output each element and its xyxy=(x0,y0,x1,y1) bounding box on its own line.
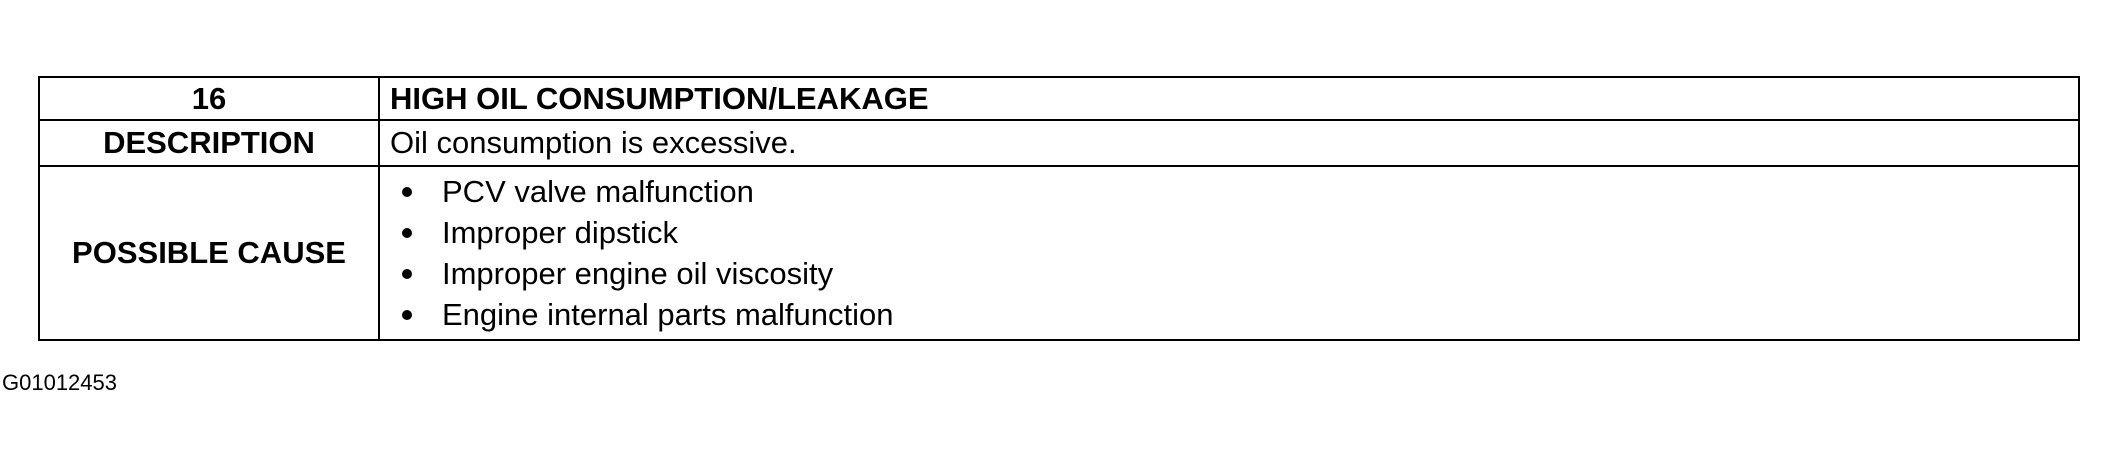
description-row: DESCRIPTION Oil consumption is excessive… xyxy=(38,119,2080,167)
cause-text: Improper engine oil viscosity xyxy=(442,256,834,291)
possible-cause-label: POSSIBLE CAUSE xyxy=(38,165,380,341)
possible-cause-list: PCV valve malfunction Improper dipstick … xyxy=(380,167,2078,339)
list-item: Improper engine oil viscosity xyxy=(402,253,2078,294)
cause-text: PCV valve malfunction xyxy=(442,174,754,209)
list-item: Engine internal parts malfunction xyxy=(402,294,2078,335)
symptom-number: 16 xyxy=(38,76,380,121)
possible-cause-cell: PCV valve malfunction Improper dipstick … xyxy=(378,165,2080,341)
description-text: Oil consumption is excessive. xyxy=(378,119,2080,167)
bullet-icon xyxy=(402,186,412,197)
symptom-title: HIGH OIL CONSUMPTION/LEAKAGE xyxy=(378,76,2080,121)
cause-text: Engine internal parts malfunction xyxy=(442,297,894,332)
figure-id: G01012453 xyxy=(2,370,117,395)
list-item: PCV valve malfunction xyxy=(402,171,2078,212)
bullet-icon xyxy=(402,268,412,279)
bullet-icon xyxy=(402,309,412,320)
diagnostic-table: 16 HIGH OIL CONSUMPTION/LEAKAGE DESCRIPT… xyxy=(38,76,2080,341)
cause-text: Improper dipstick xyxy=(442,215,679,250)
bullet-icon xyxy=(402,227,412,238)
possible-cause-row: POSSIBLE CAUSE PCV valve malfunction Imp… xyxy=(38,165,2080,341)
list-item: Improper dipstick xyxy=(402,212,2078,253)
description-label: DESCRIPTION xyxy=(38,119,380,167)
table-header-row: 16 HIGH OIL CONSUMPTION/LEAKAGE xyxy=(38,76,2080,121)
